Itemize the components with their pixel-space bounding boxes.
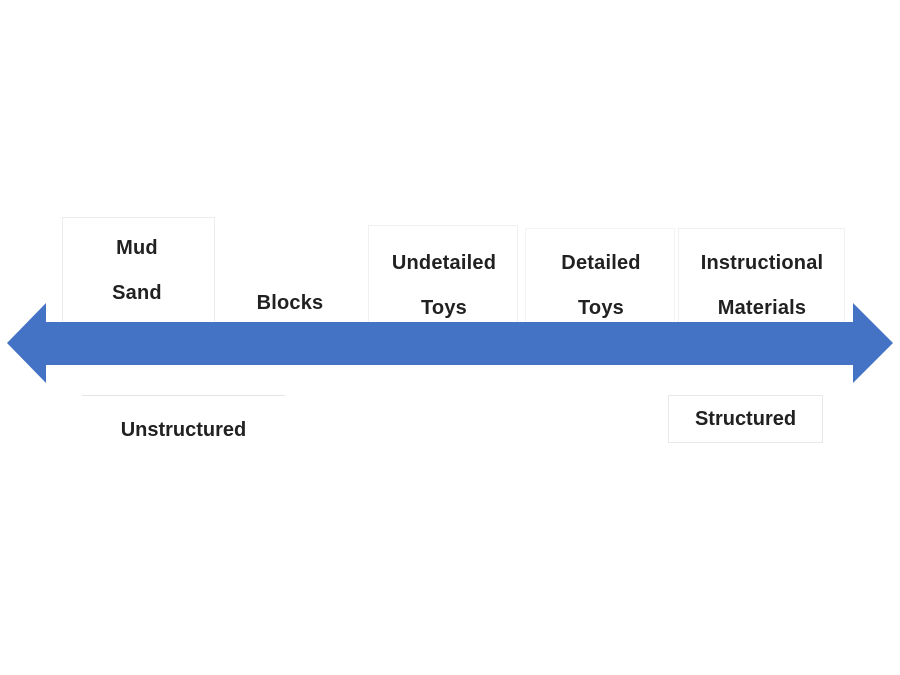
label-undetailed-toys-line2: Toys — [421, 297, 467, 319]
undetailed-toys-textbox-outline — [368, 225, 518, 322]
label-materials: Materials — [717, 297, 807, 319]
unstructured-textbox-outline — [82, 395, 285, 396]
label-instructional-materials: Instructional Materials — [687, 241, 837, 331]
label-sand: Sand — [112, 282, 162, 304]
double-headed-arrow — [7, 303, 893, 383]
label-undetailed-toys: Undetailed Toys — [369, 241, 519, 331]
structured-textbox: Structured — [668, 395, 823, 443]
mud-sand-textbox-outline — [62, 217, 215, 322]
double-headed-arrow-shape — [7, 303, 893, 383]
label-mud-sand: Mud Sand — [62, 226, 212, 316]
label-detailed-toys: Detailed Toys — [526, 241, 676, 331]
label-undetailed: Undetailed — [391, 252, 497, 274]
detailed-toys-textbox-outline — [525, 228, 675, 322]
label-detailed: Detailed — [561, 252, 641, 274]
instructional-materials-textbox-outline — [678, 228, 845, 322]
label-detailed-toys-line2: Toys — [578, 297, 624, 319]
label-mud: Mud — [116, 237, 158, 259]
pole-label-structured: Structured — [694, 408, 797, 430]
label-blocks: Blocks — [215, 281, 365, 326]
label-blocks-text: Blocks — [256, 292, 324, 314]
pole-label-unstructured: Unstructured — [120, 419, 247, 441]
label-instructional: Instructional — [700, 252, 824, 274]
